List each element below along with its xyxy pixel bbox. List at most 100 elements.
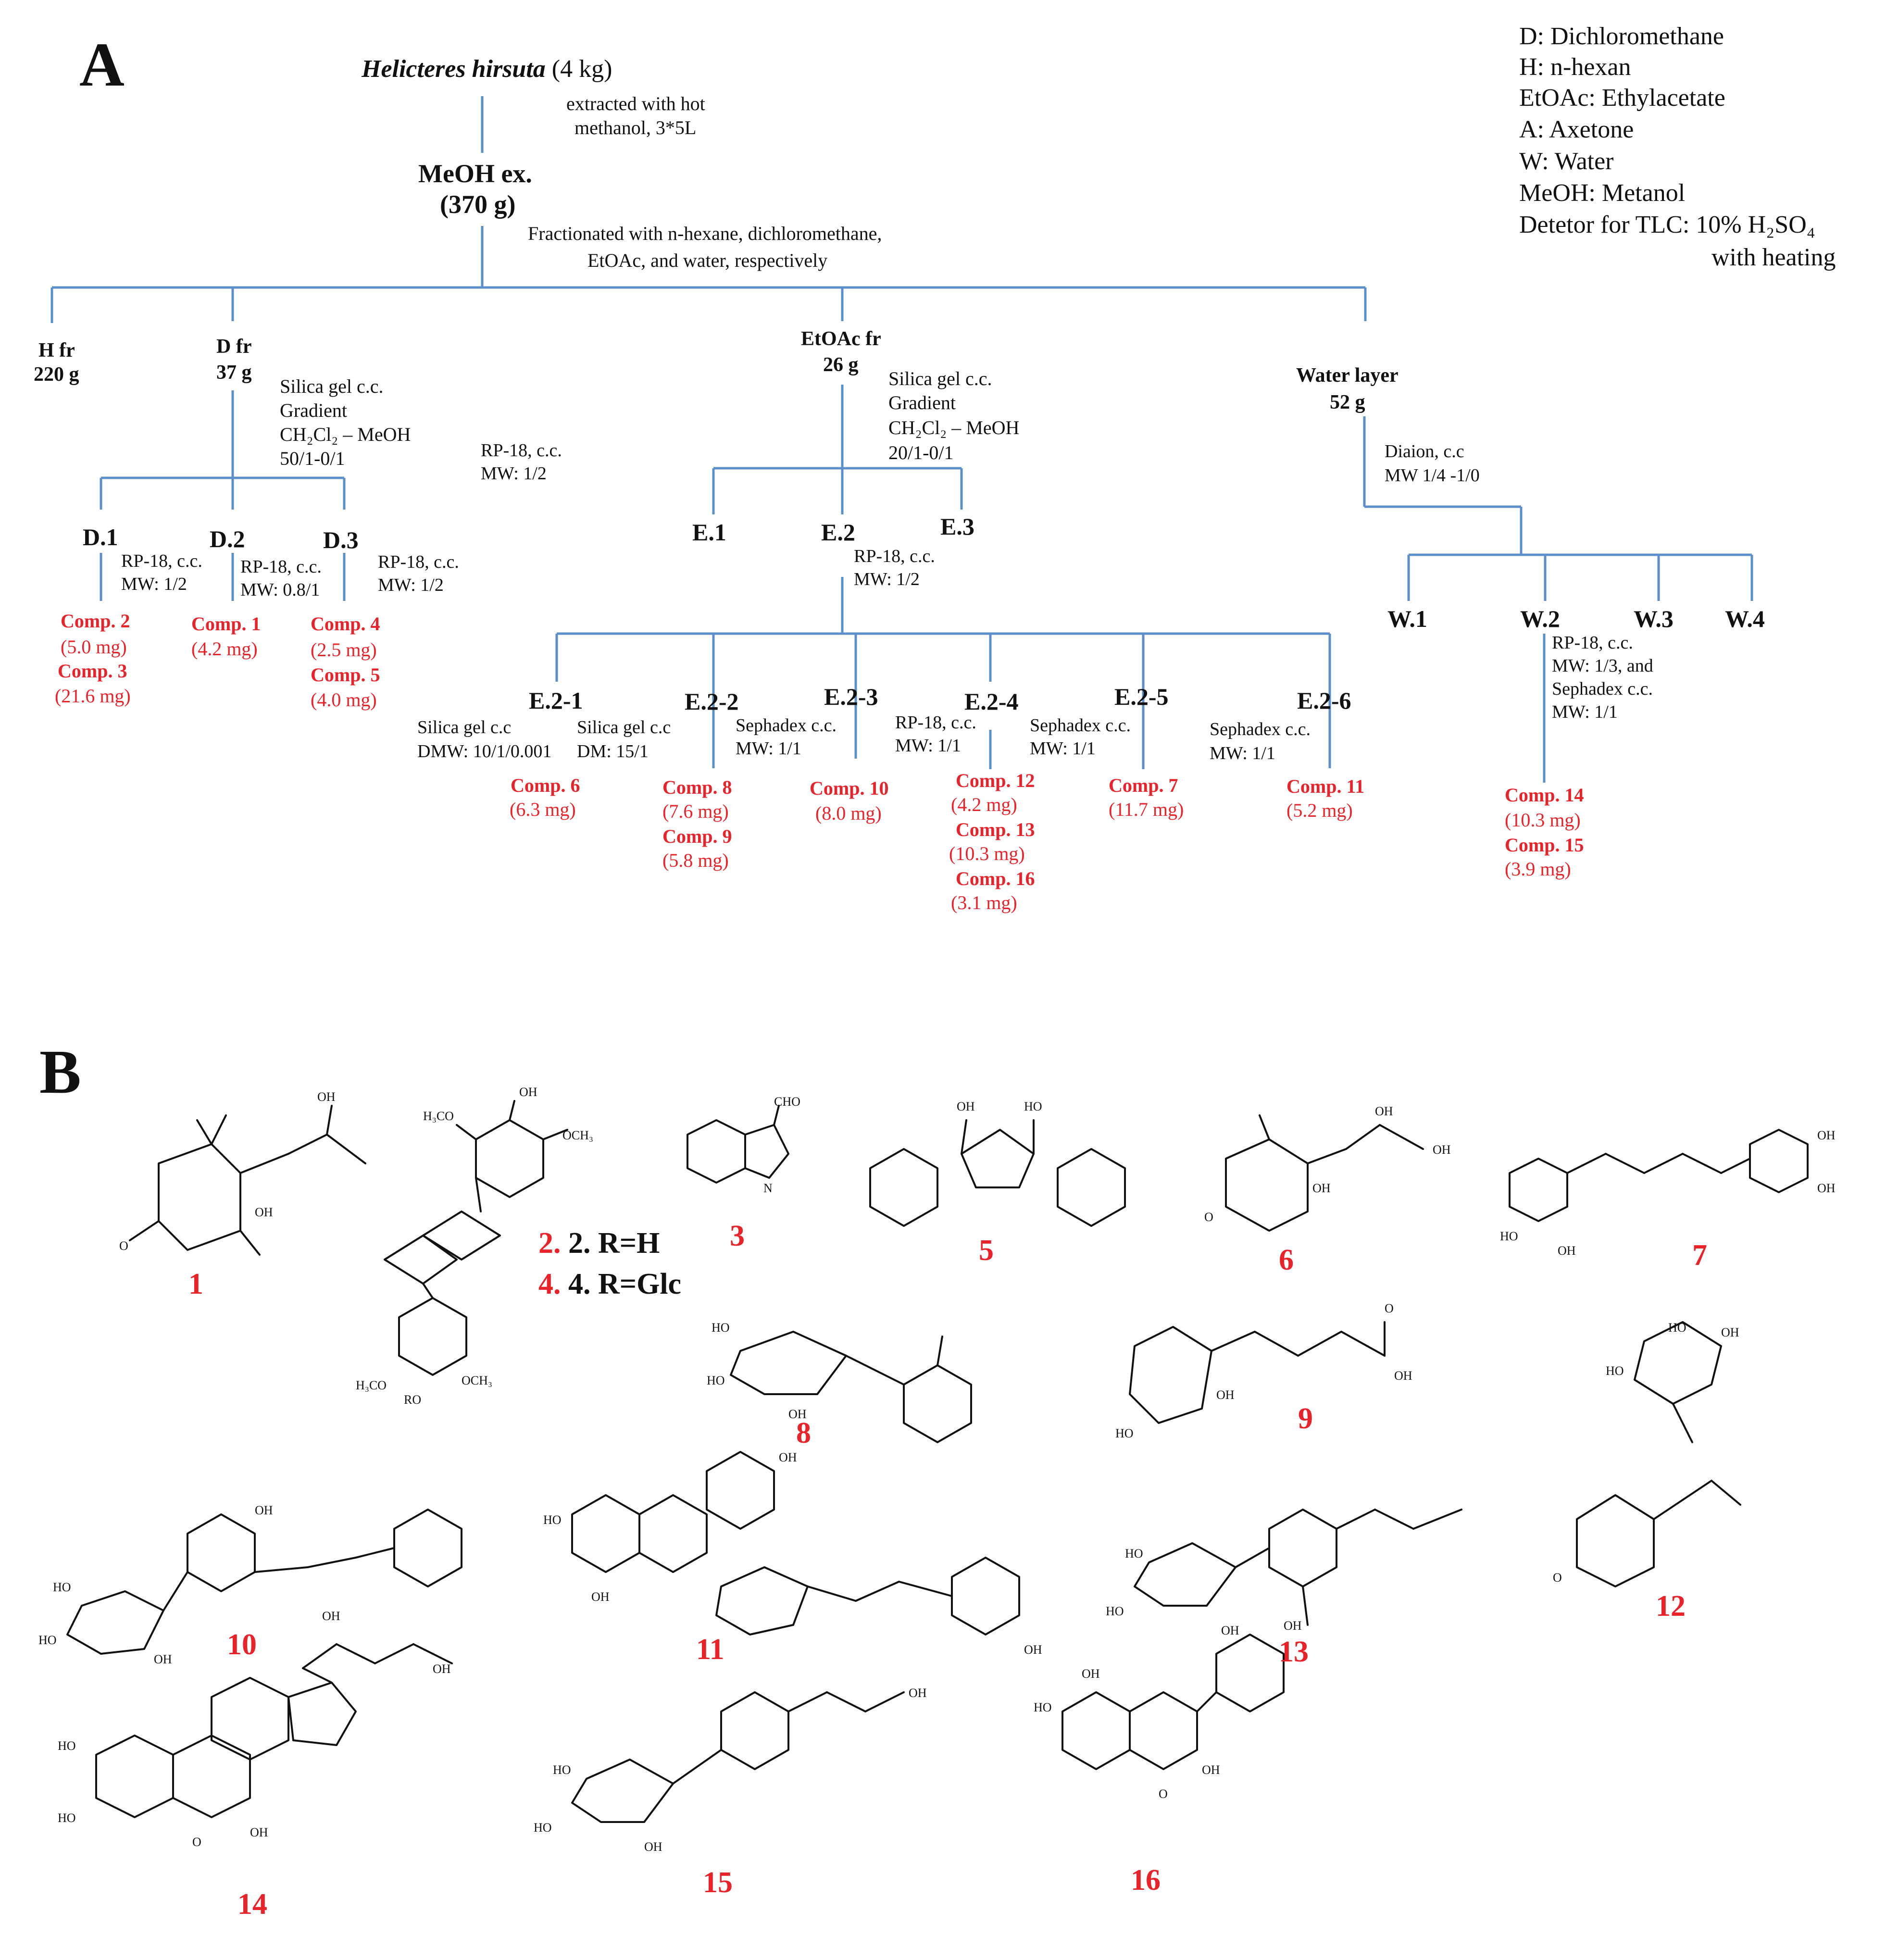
- meoh-extract-label: MeOH ex.: [418, 159, 532, 188]
- legend-line: W: Water: [1519, 148, 1614, 175]
- r-substituent-label: 2. 2. R=H: [538, 1227, 660, 1260]
- svg-text:OH: OH: [1284, 1619, 1302, 1633]
- legend-line: A: Axetone: [1519, 116, 1634, 143]
- svg-text:OH: OH: [1817, 1181, 1836, 1195]
- e2-label: E.2: [821, 519, 855, 546]
- legend-line: EtOAc: Ethylacetate: [1519, 84, 1725, 112]
- rp18-note-line: RP-18, c.c.: [481, 440, 562, 461]
- svg-text:O: O: [192, 1835, 201, 1849]
- compound-result-yield: (2.5 mg): [311, 639, 377, 661]
- structure-16: OH HO OH OH O: [1034, 1619, 1302, 1801]
- legend-line: with heating: [1711, 244, 1836, 271]
- e2-1-method-line: DMW: 10/1/0.001: [417, 741, 552, 762]
- e2-5-method-line: MW: 1/1: [1030, 738, 1096, 759]
- svg-text:OH: OH: [1221, 1623, 1239, 1637]
- svg-text:O: O: [1204, 1210, 1213, 1224]
- compound-result-yield: (5.0 mg): [61, 636, 127, 658]
- compound-number: 5: [979, 1234, 994, 1267]
- svg-text:H₃CO: H₃CO: [423, 1109, 454, 1123]
- svg-text:OH: OH: [154, 1652, 172, 1666]
- compound-number: 16: [1131, 1864, 1161, 1897]
- svg-text:OH: OH: [1202, 1763, 1220, 1777]
- svg-text:OCH₃: OCH₃: [562, 1128, 593, 1142]
- compound-number: 10: [227, 1628, 257, 1661]
- svg-text:HO: HO: [1034, 1700, 1052, 1714]
- compound-number: 15: [703, 1866, 733, 1899]
- compound-result-name: Comp. 6: [511, 774, 580, 796]
- etoac-fraction-label: EtOAc fr: [801, 328, 881, 350]
- e2-5-method-line: Sephadex c.c.: [1030, 715, 1131, 736]
- structure-3: CHO N: [687, 1095, 800, 1195]
- water-layer-label: Water layer: [1296, 364, 1399, 387]
- compound-result-yield: (5.2 mg): [1286, 799, 1353, 821]
- compound-result-name: Comp. 9: [662, 825, 732, 847]
- w-method-line: Diaion, c.c: [1385, 441, 1464, 462]
- svg-text:OH: OH: [255, 1503, 273, 1517]
- svg-text:HO: HO: [707, 1373, 725, 1387]
- legend-line: MeOH: Metanol: [1519, 179, 1686, 207]
- compound-result-yield: (11.7 mg): [1109, 799, 1184, 820]
- rp18-note-line: MW: 1/2: [481, 463, 547, 484]
- d2-method-line: MW: 0.8/1: [240, 580, 320, 600]
- compound-number: 7: [1692, 1239, 1707, 1272]
- r-label-4: 4. R=Glc: [568, 1268, 682, 1300]
- extraction-note-line: methanol, 3*5L: [575, 117, 697, 138]
- plant-source: Helicteres hirsuta (4 kg): [362, 57, 612, 82]
- w1-label: W.1: [1387, 605, 1427, 632]
- e2-2-label: E.2-2: [685, 688, 739, 715]
- svg-text:OH: OH: [317, 1090, 336, 1104]
- svg-text:OH: OH: [433, 1662, 451, 1676]
- d-method-line: CH₂Cl₂ – MeOH: [280, 424, 411, 445]
- svg-text:O: O: [1385, 1301, 1394, 1315]
- e2-4-method-line: RP-18, c.c.: [895, 712, 976, 733]
- compound-result-yield: (6.3 mg): [510, 799, 576, 820]
- compound-result-name: Comp. 4: [311, 613, 380, 635]
- svg-text:OH: OH: [1433, 1143, 1451, 1157]
- structure-12: HO OH HO O: [1553, 1321, 1741, 1587]
- d-method-line: 50/1-0/1: [280, 448, 345, 469]
- structure-13: HO HO OH: [1106, 1509, 1462, 1637]
- svg-text:HO: HO: [553, 1763, 571, 1777]
- compound-result-name: Comp. 3: [58, 660, 127, 682]
- panel-label-b: B: [39, 1037, 81, 1107]
- svg-text:OH: OH: [591, 1590, 610, 1604]
- svg-text:O: O: [1159, 1787, 1168, 1801]
- svg-text:HO: HO: [534, 1821, 552, 1835]
- h-fraction-amount: 220 g: [34, 363, 79, 386]
- h-fraction-label: H fr: [38, 339, 75, 362]
- extraction-note-line: extracted with hot: [566, 93, 705, 114]
- svg-text:OH: OH: [909, 1686, 927, 1700]
- svg-text:CHO: CHO: [774, 1095, 800, 1109]
- compound-number: 8: [796, 1417, 811, 1449]
- svg-text:OH: OH: [644, 1840, 662, 1854]
- d2-label: D.2: [210, 525, 245, 552]
- compound-result-yield: (3.1 mg): [951, 892, 1017, 913]
- compound-result-yield: (21.6 mg): [55, 685, 131, 707]
- compound-result-yield: (4.0 mg): [311, 689, 377, 711]
- svg-text:HO: HO: [1668, 1321, 1686, 1335]
- d-method-line: Gradient: [280, 399, 347, 421]
- legend-line: H: n-hexan: [1519, 53, 1631, 81]
- r-label-2: 2. R=H: [568, 1227, 660, 1260]
- compound-number: 12: [1656, 1590, 1686, 1623]
- e2-1-method-line: Silica gel c.c: [417, 717, 512, 737]
- svg-text:OH: OH: [1817, 1128, 1836, 1142]
- d1-method-line: MW: 1/2: [121, 574, 187, 594]
- e2-5-label: E.2-5: [1114, 683, 1169, 710]
- e-method-line: Gradient: [888, 392, 956, 413]
- compound-result-name: Comp. 5: [311, 664, 380, 686]
- d2-method-line: RP-18, c.c.: [240, 557, 322, 577]
- compound-result-yield: (7.6 mg): [662, 800, 729, 822]
- e3-label: E.3: [940, 513, 974, 540]
- compound-result-yield: (4.2 mg): [951, 794, 1017, 815]
- e2-6-method-line: MW: 1/1: [1210, 743, 1275, 763]
- e2-1-label: E.2-1: [529, 687, 583, 714]
- compound-result-yield: (4.2 mg): [191, 638, 258, 660]
- svg-text:OH: OH: [1024, 1643, 1042, 1657]
- svg-text:OH: OH: [957, 1099, 975, 1113]
- e2-method-line: RP-18, c.c.: [854, 546, 935, 566]
- compound-result-name: Comp. 13: [956, 819, 1035, 840]
- svg-text:N: N: [763, 1181, 773, 1195]
